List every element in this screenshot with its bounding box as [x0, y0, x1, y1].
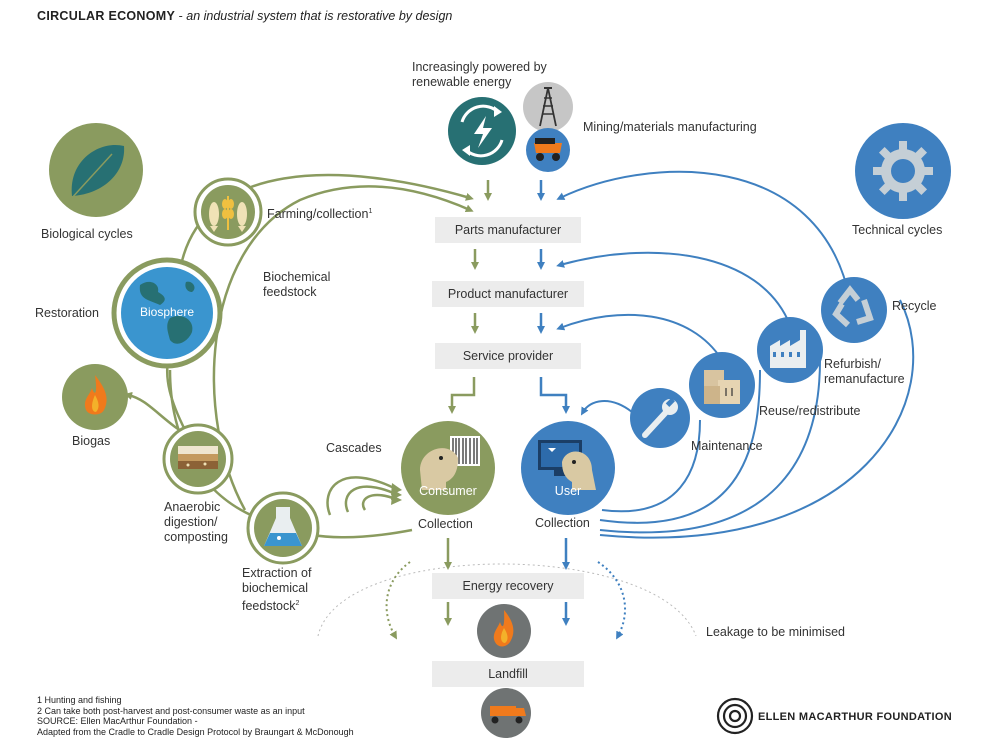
- recycle-arc: [556, 170, 851, 301]
- diagram-title: CIRCULAR ECONOMY: [37, 9, 176, 23]
- recycle-label: Recycle: [892, 299, 937, 313]
- cascades-label: Cascades: [326, 441, 382, 455]
- oil-rig-icon: [523, 82, 573, 132]
- flask-icon: [246, 491, 320, 565]
- renewable-energy-icon: [448, 97, 516, 165]
- footnotes: 1 Hunting and fishing 2 Can take both po…: [37, 695, 354, 737]
- gear-icon: [855, 123, 951, 219]
- extraction-text: Extraction of biochemical feedstock: [242, 566, 312, 614]
- farming-text: Farming/collection: [267, 207, 369, 222]
- extraction-label: Extraction of biochemical feedstock2: [242, 566, 311, 614]
- biosphere-label: Biosphere: [139, 305, 195, 319]
- cascade-arrowheads: [391, 483, 402, 505]
- boxes-icon: [689, 352, 755, 418]
- maintenance-label: Maintenance: [691, 439, 763, 453]
- collection-left-label: Collection: [418, 517, 473, 531]
- farming-arc: [178, 173, 474, 271]
- technical-cycles-label: Technical cycles: [852, 223, 943, 237]
- title-separator: -: [175, 9, 187, 23]
- mining-label: Mining/materials manufacturing: [583, 120, 757, 134]
- reuse-arc: [556, 313, 723, 361]
- diagram-subtitle: an industrial system that is restorative…: [186, 9, 453, 23]
- source-line: SOURCE: Ellen MacArthur Foundation -: [37, 716, 198, 726]
- user-monitor-icon: [521, 421, 615, 515]
- consumer-head-icon: [401, 421, 495, 515]
- energy-flame-icon: [477, 604, 531, 658]
- wrench-icon: [630, 388, 690, 448]
- tech-sweep-4: [599, 299, 915, 539]
- footnote-1: 1 Hunting and fishing: [37, 695, 122, 705]
- restoration-label: Restoration: [35, 306, 99, 320]
- service-provider-box: Service provider: [435, 343, 581, 369]
- biological-cycles-label: Biological cycles: [41, 227, 133, 241]
- parts-manufacturer-box: Parts manufacturer: [435, 217, 581, 243]
- recycle-icon: [821, 277, 887, 343]
- flame-icon: [62, 364, 128, 430]
- collection-right-label: Collection: [535, 516, 590, 530]
- factory-icon: [757, 317, 823, 383]
- reuse-label: Reuse/redistribute: [759, 404, 861, 418]
- maintenance-arc: [580, 400, 633, 416]
- farming-footnote-marker: 1: [368, 208, 373, 215]
- fish-wheat-icon: [193, 177, 263, 247]
- biochemical-feedstock-label: Biochemical feedstock: [263, 270, 331, 299]
- tech-sweep-2: [599, 369, 761, 524]
- cascade-arc-2: [344, 485, 399, 513]
- globe-icon: [111, 257, 223, 369]
- landfill-box: Landfill: [432, 661, 584, 687]
- biogas-label: Biogas: [72, 434, 111, 448]
- tech-sweep-1: [601, 419, 701, 513]
- compost-icon: [162, 423, 234, 495]
- mining-truck-icon: [526, 128, 570, 172]
- leakage-label: Leakage to be minimised: [706, 625, 845, 639]
- header: CIRCULAR ECONOMY - an industrial system …: [37, 9, 452, 23]
- farming-label: Farming/collection1: [267, 204, 372, 222]
- blue-column-arrows: [537, 180, 570, 626]
- green-column-arrows: [444, 180, 492, 626]
- renewable-energy-label: Increasingly powered by renewable energy: [412, 60, 547, 89]
- extraction-footnote-marker: 2: [295, 600, 300, 607]
- technical-flows: [556, 170, 915, 539]
- cascade-arc-1: [326, 476, 399, 516]
- leaf-icon: [49, 123, 143, 217]
- green-leakage-arrow: [385, 561, 411, 640]
- foundation-name: ELLEN MACARTHUR FOUNDATION: [758, 711, 952, 723]
- consumer-label: Consumer: [419, 484, 477, 498]
- product-manufacturer-box: Product manufacturer: [432, 281, 584, 307]
- energy-recovery-box: Energy recovery: [432, 573, 584, 599]
- foundation-logo-icon: [716, 697, 754, 735]
- landfill-truck-icon: [481, 688, 531, 738]
- user-label: User: [554, 484, 582, 498]
- refurbish-label: Refurbish/ remanufacture: [824, 357, 905, 386]
- anaerobic-label: Anaerobic digestion/ composting: [164, 500, 228, 544]
- feedstock-arc: [212, 185, 474, 511]
- tech-sweep-3: [599, 359, 821, 534]
- refurbish-arc: [556, 251, 791, 326]
- footnote-2: 2 Can take both post-harvest and post-co…: [37, 705, 305, 716]
- adapted-line: Adapted from the Cradle to Cradle Design…: [37, 726, 354, 737]
- blue-leakage-arrow: [597, 561, 626, 640]
